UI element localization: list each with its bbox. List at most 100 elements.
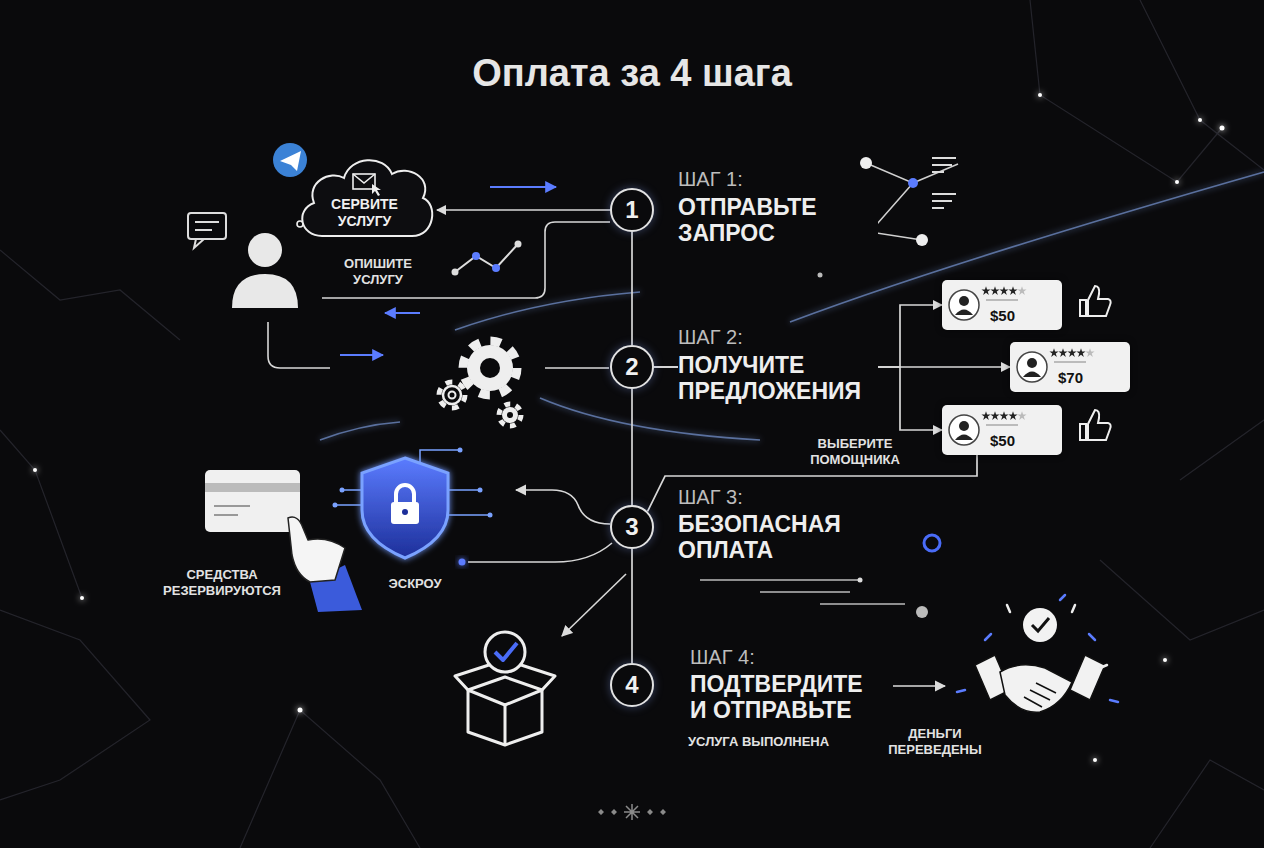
chat-icon xyxy=(195,222,219,230)
card-avatar-and-stars xyxy=(1010,342,1105,392)
step-number: 3 xyxy=(612,507,652,547)
step-caption: ВЫБЕРИТЕ ПОМОЩНИКА xyxy=(795,436,915,469)
escrow-shield-icon xyxy=(391,502,419,524)
escrow-shield-icon xyxy=(396,485,414,503)
card-avatar-and-stars xyxy=(955,310,973,316)
card-avatar-and-stars xyxy=(1008,411,1017,420)
glow-dots xyxy=(80,596,84,600)
chat-icon xyxy=(194,239,204,248)
card-avatar-and-stars xyxy=(986,424,1018,426)
chat-icon xyxy=(188,213,226,248)
person-icon xyxy=(248,233,282,267)
network-background xyxy=(1150,760,1264,848)
gear-icon xyxy=(480,358,500,378)
line-chart-icon xyxy=(452,269,459,276)
card-avatar-and-stars xyxy=(959,296,969,306)
card-avatar-and-stars xyxy=(999,286,1008,295)
card-avatar-and-stars xyxy=(959,421,969,431)
step-3-arrows xyxy=(516,490,610,524)
ornament xyxy=(598,804,666,820)
step-number: 1 xyxy=(612,190,652,230)
glow-dots xyxy=(33,468,37,472)
card-avatar-and-stars xyxy=(990,286,999,295)
network-graph-icon xyxy=(908,178,918,188)
delivered-box-icon xyxy=(455,664,555,745)
helper-offer-card: $50 xyxy=(942,280,1062,330)
ornament xyxy=(624,804,640,820)
credit-card-icon xyxy=(214,506,250,515)
step-3-arrows xyxy=(468,543,612,562)
escrow-shield-icon xyxy=(340,488,345,493)
card-avatar-and-stars xyxy=(999,411,1008,420)
step-caption: ДЕНЬГИ ПЕРЕВЕДЕНЫ xyxy=(875,726,995,759)
price-text: $50 xyxy=(990,432,1015,449)
blue-arrows xyxy=(490,186,556,188)
gear-icon xyxy=(439,382,465,408)
gear-icon xyxy=(499,404,521,426)
telegram-icon xyxy=(280,151,301,171)
credit-card-icon xyxy=(205,470,300,532)
card-avatar-and-stars xyxy=(949,290,979,320)
step-number-circle: 3 xyxy=(610,505,654,549)
card-avatar-and-stars xyxy=(955,435,973,441)
result-arrow xyxy=(893,685,945,687)
flow-lines xyxy=(268,222,610,368)
escrow-shield-icon xyxy=(335,450,490,515)
step-label: ШАГ 3: xyxy=(678,486,743,509)
status-dots xyxy=(924,535,940,551)
confetti xyxy=(957,690,965,692)
confetti xyxy=(1110,700,1118,702)
escrow-shield-icon xyxy=(488,513,493,518)
escrow-shield-icon xyxy=(458,448,463,453)
step-number-circle: 2 xyxy=(610,345,654,389)
gear-icon xyxy=(507,412,513,418)
network-background xyxy=(0,250,180,340)
network-graph-icon xyxy=(913,164,958,183)
step-number: 4 xyxy=(612,665,652,705)
card-avatar-and-stars xyxy=(1017,352,1047,382)
cloud-outline xyxy=(353,174,375,183)
handshake-icon xyxy=(1024,683,1056,707)
data-lines xyxy=(700,580,905,604)
helper-offer-card: $50 xyxy=(942,405,1062,455)
glow-dots xyxy=(1093,758,1097,762)
step-caption: ОПИШИТЕ УСЛУГУ xyxy=(318,256,438,289)
escrow-shield-icon xyxy=(478,488,483,493)
price-text: $50 xyxy=(990,307,1015,324)
gear-icon xyxy=(499,404,521,426)
line-chart-icon xyxy=(492,264,500,272)
network-background xyxy=(0,430,82,598)
card-avatar-and-stars xyxy=(1017,411,1026,420)
glow-dot xyxy=(459,559,466,566)
gear-icon xyxy=(439,341,521,426)
connector xyxy=(631,232,633,345)
credit-card-icon xyxy=(205,470,300,532)
flow-lines xyxy=(268,322,330,368)
blue-arrows xyxy=(385,312,420,314)
step-heading: ОТПРАВЬТЕ ЗАПРОС xyxy=(678,194,878,247)
step-heading: БЕЗОПАСНАЯ ОПЛАТА xyxy=(678,511,878,564)
step-number-circle: 1 xyxy=(610,188,654,232)
card-avatar-and-stars xyxy=(1017,286,1026,295)
telegram-icon xyxy=(273,143,307,177)
price-text: $70 xyxy=(1058,369,1083,386)
card-avatar-and-stars xyxy=(1085,348,1094,357)
escrow-shield-icon xyxy=(335,450,490,515)
card-avatar-and-stars xyxy=(1008,286,1017,295)
glow-dots xyxy=(1175,180,1179,184)
chat-icon xyxy=(188,213,226,239)
handshake-icon xyxy=(975,608,1105,712)
network-background xyxy=(1140,0,1264,170)
confetti xyxy=(985,634,991,640)
gear-icon xyxy=(463,341,517,395)
glow-dots xyxy=(1038,93,1042,97)
card-avatar-and-stars xyxy=(1049,348,1058,357)
status-dots xyxy=(916,606,928,618)
card-avatar-and-stars xyxy=(986,299,1018,301)
connector xyxy=(437,209,610,211)
card-avatar-and-stars xyxy=(981,286,990,295)
step-heading: ПОЛУЧИТЕ ПРЕДЛОЖЕНИЯ xyxy=(678,352,878,405)
